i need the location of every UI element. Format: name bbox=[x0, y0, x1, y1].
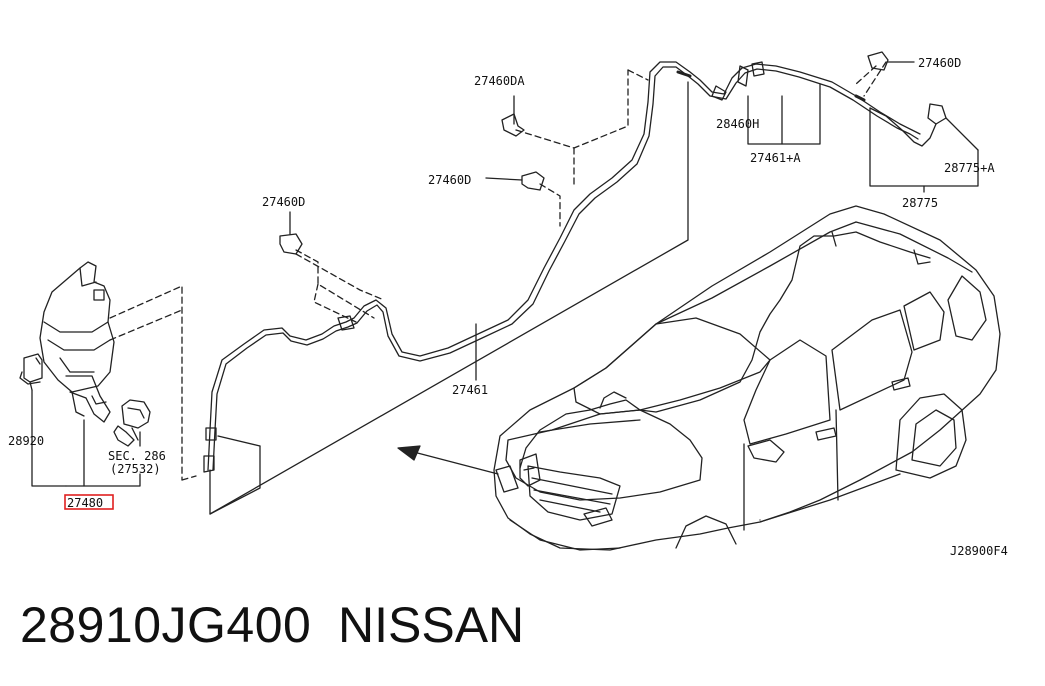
clip-27460DA bbox=[501, 113, 525, 137]
clip-27460D-right bbox=[867, 51, 889, 71]
washer-tank bbox=[39, 261, 115, 423]
label-28460H: 28460H bbox=[716, 117, 759, 131]
label-27480: 27480 bbox=[67, 496, 103, 510]
tank-dashed-leaders bbox=[109, 285, 197, 481]
hose-27461 bbox=[207, 61, 921, 471]
brand-text: NISSAN bbox=[338, 597, 525, 653]
label-sec-286: SEC. 286 bbox=[108, 449, 166, 463]
label-28920: 28920 bbox=[8, 434, 44, 448]
label-27460DA: 27460DA bbox=[474, 74, 525, 88]
label-27532: (27532) bbox=[110, 462, 161, 476]
clip-27460D-mid bbox=[521, 171, 545, 191]
label-diagram-code: J28900F4 bbox=[950, 544, 1008, 558]
label-27460D-right: 27460D bbox=[918, 56, 961, 70]
label-28775: 28775 bbox=[902, 196, 938, 210]
label-27460D-left: 27460D bbox=[262, 195, 305, 209]
part-number-text: 28910JG400 bbox=[20, 597, 312, 653]
washer-motor bbox=[113, 399, 151, 447]
parts-diagram: 27460DA 27460D 27460D 27460D 28460H 2746… bbox=[8, 51, 1008, 558]
highlighted-part-box bbox=[64, 494, 114, 510]
washer-pump bbox=[19, 353, 43, 391]
label-27461: 27461 bbox=[452, 383, 488, 397]
label-28775-plus-a: 28775+A bbox=[944, 161, 995, 175]
vehicle-outline bbox=[493, 205, 1001, 551]
clip-dashed-leaders bbox=[295, 61, 887, 323]
label-27461-plus-a: 27461+A bbox=[750, 151, 801, 165]
label-27460D-mid: 27460D bbox=[428, 173, 471, 187]
